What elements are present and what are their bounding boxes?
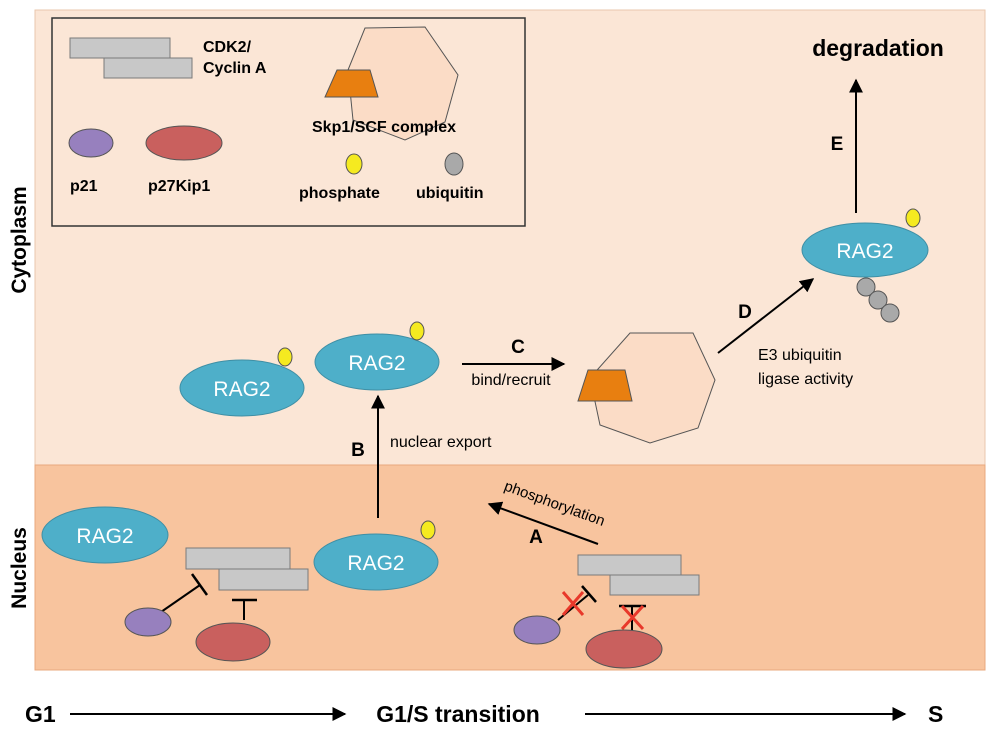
ubiquitin-2 <box>868 290 888 310</box>
legend-box <box>51 17 526 227</box>
ubiquitin-3 <box>880 303 900 323</box>
rag2-nucleus-free <box>41 506 169 564</box>
step-d-label: D <box>738 302 752 323</box>
nucleus-label: Nucleus <box>8 527 31 609</box>
step-d-text-line1: E3 ubiquitin <box>758 347 842 364</box>
rag2-cytoplasm-right <box>314 333 440 391</box>
step-b-text: nuclear export <box>390 434 492 451</box>
step-d-text-line2: ligase activity <box>758 371 853 388</box>
legend-cdk2-bar-top <box>69 37 171 59</box>
legend-cyclin-a-label: Cyclin A <box>203 60 267 77</box>
timeline-g1: G1 <box>25 701 56 727</box>
skp1-trapezoid <box>577 369 633 402</box>
timeline-s: S <box>928 701 943 727</box>
phosphate-on-rag2-right <box>409 321 425 341</box>
legend-ubiquitin-label: ubiquitin <box>416 185 484 202</box>
p27kip1-nucleus-blocked <box>585 629 663 669</box>
p21-block-x-icon <box>561 591 585 616</box>
legend: CDK2/ Cyclin A Skp1/SCF complex p21 p27K… <box>51 17 526 227</box>
cdk2-bar-active <box>577 554 682 576</box>
cdk2-bar-inhibited <box>185 547 291 570</box>
rag2-nucleus-free-label: RAG2 <box>76 525 133 548</box>
cytoplasm-label: Cytoplasm <box>8 186 31 293</box>
rag2-cytoplasm-left <box>179 359 305 417</box>
step-c-text: bind/recruit <box>471 372 551 389</box>
rag2-ubiquitinated-label: RAG2 <box>836 240 893 263</box>
legend-p21-label: p21 <box>70 178 98 195</box>
arrow-phosphorylation <box>487 501 599 545</box>
step-b-label: B <box>351 440 365 461</box>
ubiquitin-1 <box>856 277 876 297</box>
p21-blocked-line <box>557 594 589 621</box>
p27kip1-nucleus <box>195 622 271 662</box>
degradation-label: degradation <box>812 35 944 61</box>
rag2-cytoplasm-right-label: RAG2 <box>348 352 405 375</box>
p21-blocked-bar <box>581 585 597 603</box>
cyclin-a-bar-active <box>609 574 700 596</box>
p27kip1-block-x-icon <box>620 604 645 631</box>
rag2-nucleus-phosphorylated-label: RAG2 <box>347 552 404 575</box>
p21-nucleus-blocked <box>513 615 561 645</box>
cyclin-a-bar-inhibited <box>218 568 309 591</box>
arrow-e3-ligase <box>717 278 815 354</box>
p21-nucleus <box>124 607 172 637</box>
phosphate-on-rag2-ubiquitinated <box>905 208 921 228</box>
rag2-ubiquitinated <box>801 222 929 278</box>
p21-inhibition-bar <box>190 573 209 596</box>
legend-skp1-trapezoid <box>324 69 379 98</box>
legend-cdk2-label: CDK2/ <box>203 39 252 56</box>
step-a-label: A <box>529 527 543 548</box>
legend-p27kip1-label: p27Kip1 <box>148 178 210 195</box>
phosphate-on-rag2-left <box>277 347 293 367</box>
legend-phosphate-label: phosphate <box>299 185 380 202</box>
legend-p27kip1-ellipse <box>145 125 223 161</box>
legend-skp1-scf-label: Skp1/SCF complex <box>312 119 456 136</box>
step-c-label: C <box>511 337 525 358</box>
legend-p21-ellipse <box>68 128 114 158</box>
p21-inhibition-line <box>160 584 201 613</box>
phosphate-on-rag2-nucleus <box>420 520 436 540</box>
step-e-label: E <box>831 134 844 155</box>
legend-ubiquitin-dot <box>444 152 464 176</box>
legend-phosphate-dot <box>345 153 363 175</box>
rag2-nucleus-phosphorylated <box>313 533 439 591</box>
timeline-g1-s-transition: G1/S transition <box>376 701 540 727</box>
legend-cyclin-a-bar-bottom <box>103 57 193 79</box>
rag2-cytoplasm-left-label: RAG2 <box>213 378 270 401</box>
